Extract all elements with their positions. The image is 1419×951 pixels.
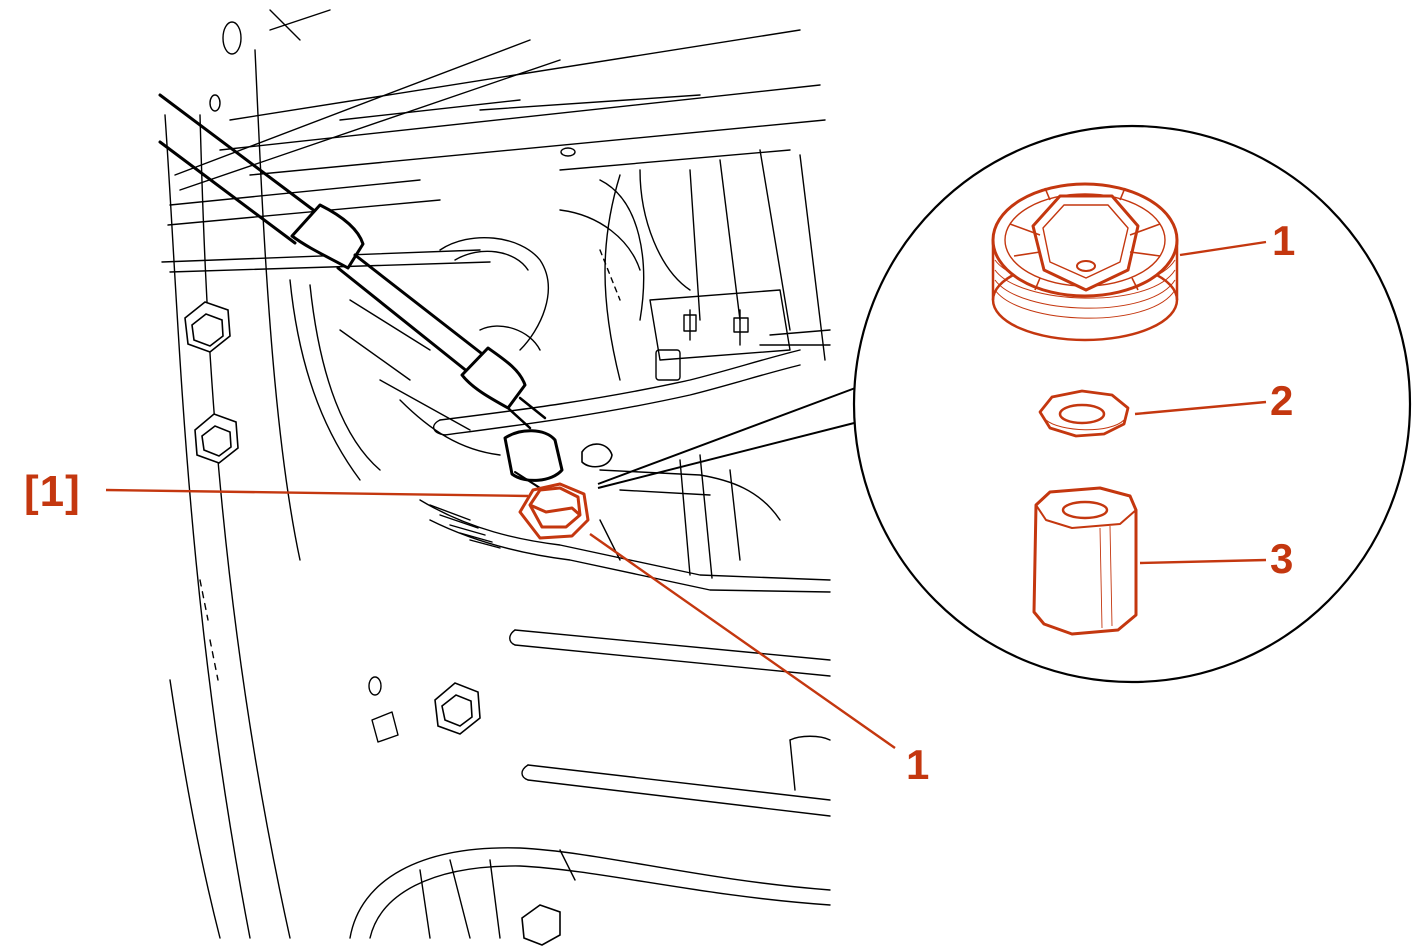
detail-drain-plug <box>991 182 1179 342</box>
leader-lines <box>105 383 896 749</box>
callout-number-washer: 2 <box>1270 377 1294 424</box>
detail-socket-adapter <box>1032 486 1138 636</box>
extension-bar-tool <box>158 93 613 489</box>
vehicle-underbody-lineart <box>161 9 831 939</box>
frame-bolt-heads <box>184 301 561 946</box>
callout-number-socket: 3 <box>1270 535 1294 582</box>
detail-sealing-washer <box>1038 389 1130 438</box>
callout-number-main: 1 <box>906 741 930 788</box>
reference-label: [1] <box>24 467 81 516</box>
drain-plug-highlight <box>518 482 590 540</box>
detail-leader-lines <box>1134 240 1267 565</box>
callout-number-plug: 1 <box>1272 217 1296 264</box>
